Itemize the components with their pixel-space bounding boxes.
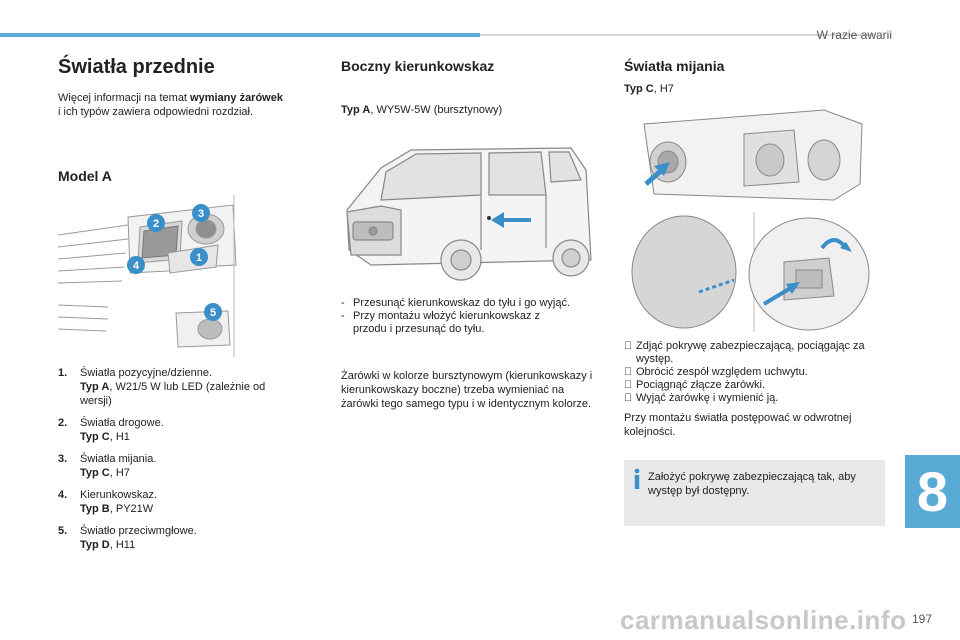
page-title: Światła przednie <box>58 56 215 78</box>
bulb-removal-illustration <box>631 212 870 332</box>
info-box <box>624 460 885 526</box>
info-text: Założyć pokrywę zabezpieczającą tak, aby… <box>648 471 856 497</box>
intro-rest: i ich typów zawiera odpowiedni rozdział. <box>58 106 254 118</box>
dipped-beam-heading: Światła mijania <box>624 58 725 74</box>
section-title: W razie awarii <box>816 28 892 42</box>
dipped-beam-type: Typ C, H7 <box>624 83 674 95</box>
watermark: carmanualsonline.info <box>620 605 907 635</box>
side-indicator-steps: -Przesunąć kierunkowskaz do tyłu i go wy… <box>341 297 571 336</box>
amber-bulb-note: Żarówki w kolorze bursztynowym (kierunko… <box>341 370 593 410</box>
headlamp-illustration: 2 3 4 1 5 <box>58 195 238 357</box>
callout-4: 4 <box>133 260 140 272</box>
list-item: 4.Kierunkowskaz.Typ B, PY21W <box>58 489 158 515</box>
list-item: Pociągnąć złącze żarówki. <box>624 379 766 391</box>
page-number: 197 <box>911 612 932 626</box>
headlamp-rear-illustration <box>643 109 863 201</box>
list-item: 5.Światło przeciwmgłowe.Typ D, H11 <box>58 525 197 551</box>
intro-plain: Więcej informacji na temat <box>58 92 191 104</box>
arrow-icon <box>644 162 670 186</box>
list-item: Wyjąć żarówkę i wymienić ją. <box>624 392 779 404</box>
callout-1: 1 <box>196 252 202 264</box>
arrow-icon <box>698 238 852 306</box>
model-heading: Model A <box>58 168 112 184</box>
info-icon <box>634 468 640 489</box>
intro-bold: wymiany żarówek <box>190 92 283 104</box>
closing-note: Przy montażu światła postępować w odwrot… <box>624 412 852 438</box>
list-item: 3.Światła mijania.Typ C, H7 <box>58 453 157 479</box>
arrow-icon <box>491 212 531 228</box>
bulb-list: 1.Światła pozycyjne/dzienne.Typ A, W21/5… <box>58 366 298 560</box>
callout-3: 3 <box>198 208 204 220</box>
list-item: -Przy montażu włożyć kierunkowskaz z prz… <box>341 310 541 335</box>
dipped-beam-steps: Zdjąć pokrywę zabezpieczającą, pociągaj… <box>624 340 884 405</box>
list-item: 1.Światła pozycyjne/dzienne.Typ A, W21/5… <box>58 367 266 407</box>
side-indicator-type: Typ A, WY5W-5W (bursztynowy) <box>341 104 503 116</box>
intro-text: Więcej informacji na temat wymiany żarów… <box>58 91 318 119</box>
list-item: 2.Światła drogowe.Typ C, H1 <box>58 417 164 443</box>
list-item: Obrócić zespół względem uchwytu. <box>624 366 808 378</box>
callout-2: 2 <box>153 218 159 230</box>
list-item: Zdjąć pokrywę zabezpieczającą, pociągaj… <box>624 340 865 365</box>
header-rule <box>480 34 875 36</box>
list-item: -Przesunąć kierunkowskaz do tyłu i go wy… <box>341 297 571 309</box>
chapter-tab: 8 <box>905 455 960 528</box>
callout-5: 5 <box>210 307 216 319</box>
header-accent-bar <box>0 33 480 37</box>
van-illustration <box>346 147 592 281</box>
callout-markers: 2 3 4 1 5 <box>127 204 222 321</box>
side-indicator-heading: Boczny kierunkowskaz <box>341 58 495 74</box>
